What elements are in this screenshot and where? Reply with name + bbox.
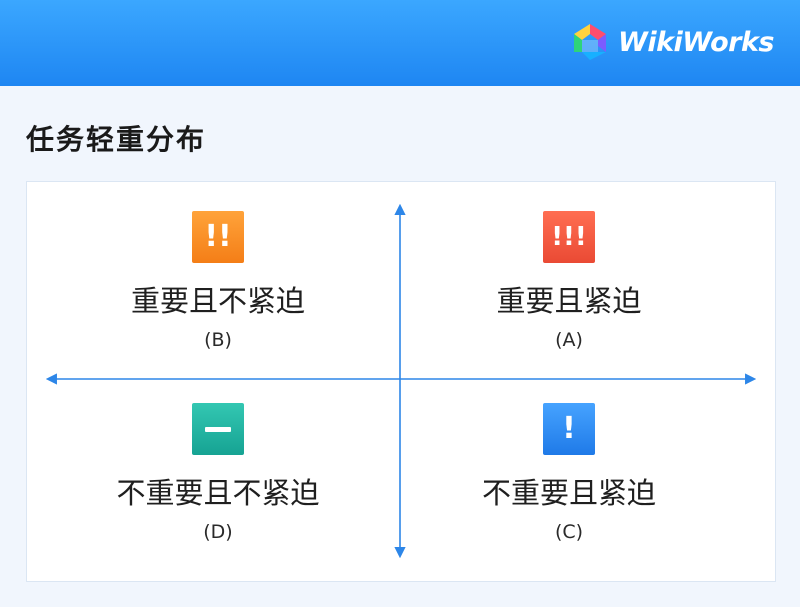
triple-exclamation-icon: !!! (543, 211, 595, 263)
page-title: 任务轻重分布 (26, 123, 207, 156)
header-bar: WikiWorks (0, 0, 800, 86)
quadrant-a: !!! 重要且紧迫 (A) (419, 211, 719, 351)
quadrant-d-label: 不重要且不紧迫 (116, 476, 320, 510)
quadrant-d-code: (D) (203, 521, 233, 543)
quadrant-c-label: 不重要且紧迫 (481, 476, 656, 510)
quadrant-b-label: 重要且不紧迫 (130, 284, 305, 318)
quadrant-a-label: 重要且紧迫 (496, 284, 642, 318)
quadrant-c-code: (C) (554, 521, 584, 543)
brand-logo[interactable]: WikiWorks (570, 22, 774, 62)
minus-icon (192, 403, 244, 455)
quadrant-c: ! 不重要且紧迫 (C) (419, 403, 719, 543)
quadrant-d: 不重要且不紧迫 (D) (68, 403, 368, 543)
double-exclamation-icon: !! (192, 211, 244, 263)
quadrant-b: !! 重要且不紧迫 (B) (68, 211, 368, 351)
quadrant-b-code: (B) (204, 329, 232, 351)
wikiworks-logo-icon (574, 24, 607, 60)
quadrant-a-code: (A) (555, 329, 583, 351)
brand-name: WikiWorks (618, 26, 774, 58)
single-exclamation-icon: ! (543, 403, 595, 455)
